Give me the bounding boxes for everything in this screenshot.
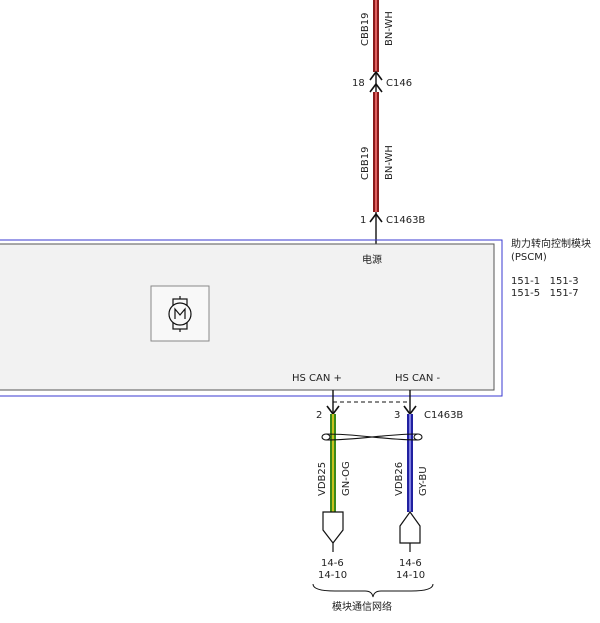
module-subtitle: (PSCM) bbox=[511, 252, 547, 263]
connector-c1463b-top-name: C1463B bbox=[386, 215, 425, 226]
module-refs-row2: 151-5 151-7 bbox=[511, 288, 579, 299]
connector-c146[interactable] bbox=[369, 70, 383, 93]
connector-c1463b-top[interactable] bbox=[369, 212, 383, 244]
can-high-label: HS CAN + bbox=[292, 373, 342, 384]
network-label: 模块通信网络 bbox=[332, 600, 392, 613]
wire-top-lower-circuit: CBB19 bbox=[360, 147, 371, 180]
connector-c146-pin: 18 bbox=[352, 78, 365, 89]
module-refs-row1: 151-1 151-3 bbox=[511, 276, 579, 287]
can-high-circuit: VDB25 bbox=[317, 462, 328, 496]
connector-c146-name: C146 bbox=[386, 78, 412, 89]
can-high-ref-1[interactable]: 14-6 bbox=[321, 558, 344, 569]
can-low-pin: 3 bbox=[394, 410, 400, 421]
wire-can-high[interactable] bbox=[330, 414, 336, 512]
connector-c1463b-bottom-name: C1463B bbox=[424, 410, 463, 421]
can-high-ref-2[interactable]: 14-10 bbox=[318, 570, 347, 581]
can-low-circuit: VDB26 bbox=[394, 462, 405, 496]
can-low-color: GY-BU bbox=[418, 466, 429, 496]
twisted-pair-icon bbox=[321, 433, 423, 441]
can-low-terminal-icon[interactable] bbox=[399, 510, 421, 552]
module-power-label: 电源 bbox=[362, 253, 382, 266]
module-boundary bbox=[0, 239, 503, 397]
can-high-terminal-icon[interactable] bbox=[322, 511, 344, 552]
can-high-pin: 2 bbox=[316, 410, 322, 421]
connector-c1463b-top-pin: 1 bbox=[360, 215, 366, 226]
can-low-ref-1[interactable]: 14-6 bbox=[399, 558, 422, 569]
module-title: 助力转向控制模块 bbox=[511, 237, 591, 250]
motor-icon bbox=[150, 285, 210, 342]
wire-top-lower[interactable] bbox=[373, 92, 379, 212]
network-brace bbox=[312, 583, 434, 598]
wire-top-lower-color: BN-WH bbox=[384, 145, 395, 180]
wire-top-upper-circuit: CBB19 bbox=[360, 13, 371, 46]
wire-top-upper-color: BN-WH bbox=[384, 11, 395, 46]
connector-c1463b-bottom[interactable] bbox=[326, 401, 417, 416]
can-low-label: HS CAN - bbox=[395, 373, 441, 384]
module-box[interactable] bbox=[0, 243, 495, 391]
can-high-color: GN-OG bbox=[341, 461, 352, 496]
wire-top-upper[interactable] bbox=[373, 0, 379, 72]
can-low-ref-2[interactable]: 14-10 bbox=[396, 570, 425, 581]
wire-can-low[interactable] bbox=[407, 414, 413, 512]
